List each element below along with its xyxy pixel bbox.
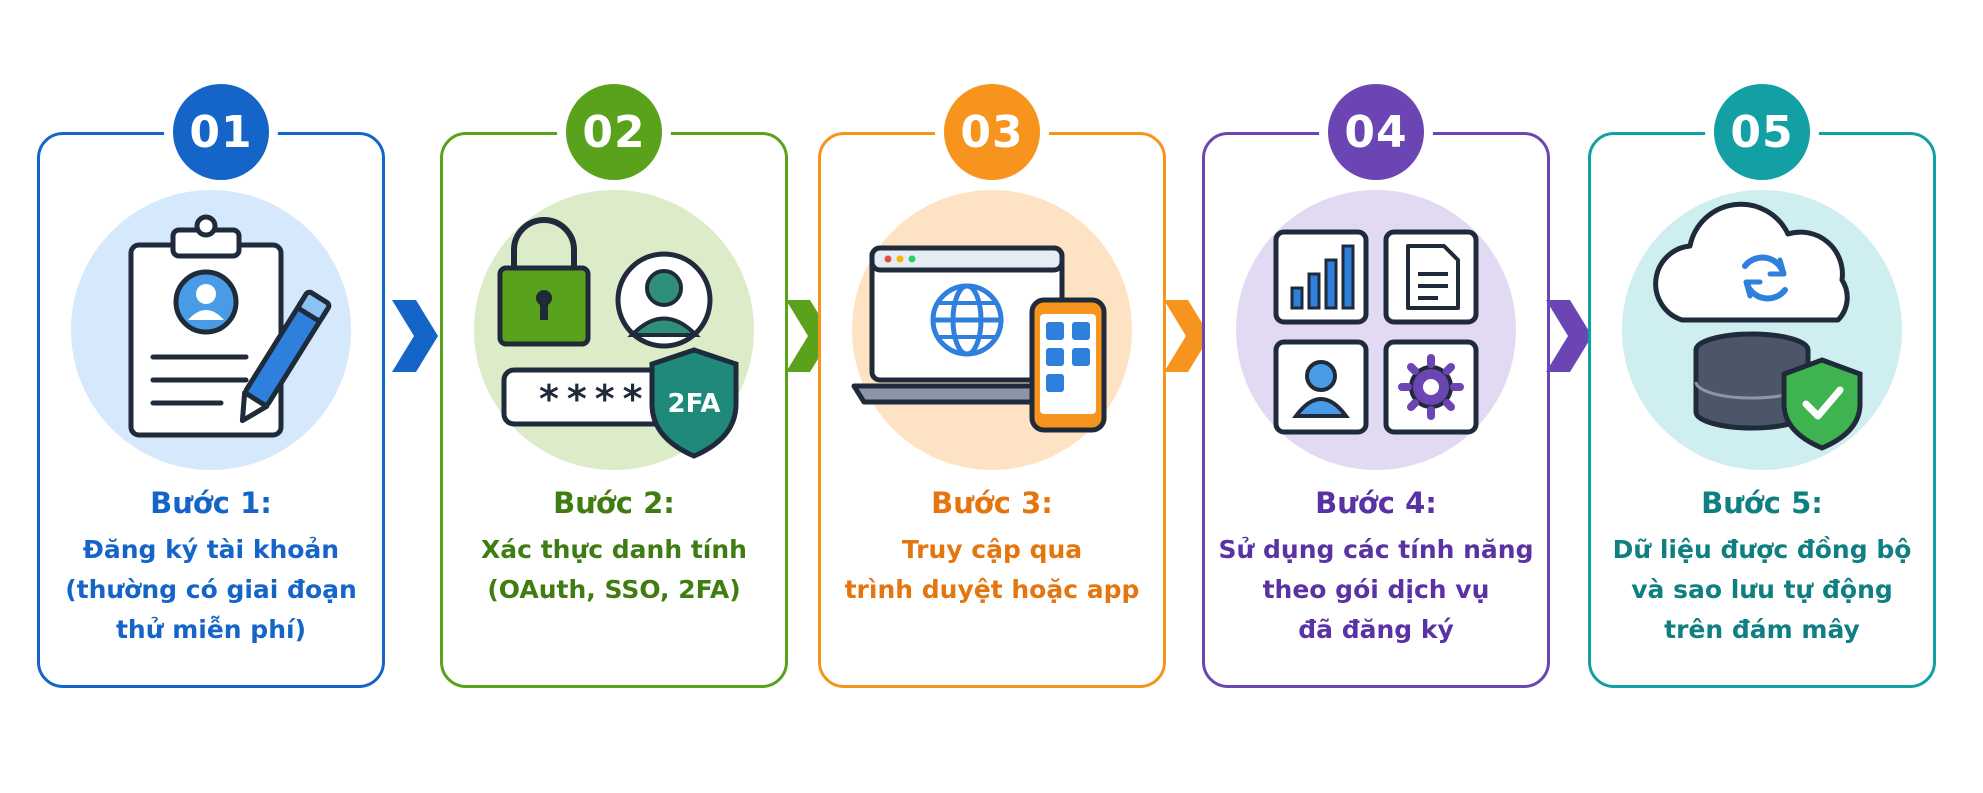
step-description-5: Dữ liệu được đồng bộ và sao lưu tự động … <box>1588 530 1936 650</box>
step-description-line: Xác thực danh tính <box>481 535 747 564</box>
step-description-line: (OAuth, SSO, 2FA) <box>487 575 741 604</box>
step-description-line: Đăng ký tài khoản <box>82 535 340 564</box>
step-title-5: Bước 5: <box>1701 486 1823 520</box>
step-title-3: Bước 3: <box>931 486 1053 520</box>
step-description-line: theo gói dịch vụ <box>1262 575 1490 604</box>
step-description-line: Truy cập qua <box>901 535 1083 564</box>
step-description-line: trên đám mây <box>1664 615 1860 644</box>
step-description-line: thử miễn phí) <box>115 615 306 644</box>
step-description-line: trình duyệt hoặc app <box>844 575 1140 604</box>
step-description-4: Sử dụng các tính năng theo gói dịch vụ đ… <box>1202 530 1550 650</box>
shield-2fa-label: 2FA <box>668 389 721 419</box>
step-description-line: (thường có giai đoạn <box>65 575 357 604</box>
chevron-right-icon <box>1160 296 1212 376</box>
step-description-1: Đăng ký tài khoản (thường có giai đoạn t… <box>37 530 385 650</box>
cloud-database-icon <box>1612 190 1912 480</box>
step-number-badge-2: 02 <box>566 84 662 180</box>
feature-grid-icon <box>1226 190 1526 480</box>
step-title-2: Bước 2: <box>553 486 675 520</box>
clipboard-pen-icon <box>61 190 361 480</box>
chevron-right-icon <box>1542 296 1594 376</box>
step-description-line: Sử dụng các tính năng <box>1218 535 1534 564</box>
step-title-4: Bước 4: <box>1315 486 1437 520</box>
step-number-badge-3: 03 <box>944 84 1040 180</box>
step-description-line: đã đăng ký <box>1298 615 1454 644</box>
step-number-badge-4: 04 <box>1328 84 1424 180</box>
step-description-line: Dữ liệu được đồng bộ <box>1612 535 1912 564</box>
password-mask-text: **** <box>539 377 651 421</box>
step-number-badge-5: 05 <box>1714 84 1810 180</box>
chevron-right-icon <box>388 296 440 376</box>
step-description-2: Xác thực danh tính (OAuth, SSO, 2FA) <box>440 530 788 610</box>
laptop-phone-icon <box>842 190 1142 480</box>
step-description-line: và sao lưu tự động <box>1631 575 1893 604</box>
lock-user-2fa-icon: **** 2FA <box>464 190 764 480</box>
step-title-1: Bước 1: <box>150 486 272 520</box>
step-number-badge-1: 01 <box>173 84 269 180</box>
step-description-3: Truy cập qua trình duyệt hoặc app <box>818 530 1166 610</box>
